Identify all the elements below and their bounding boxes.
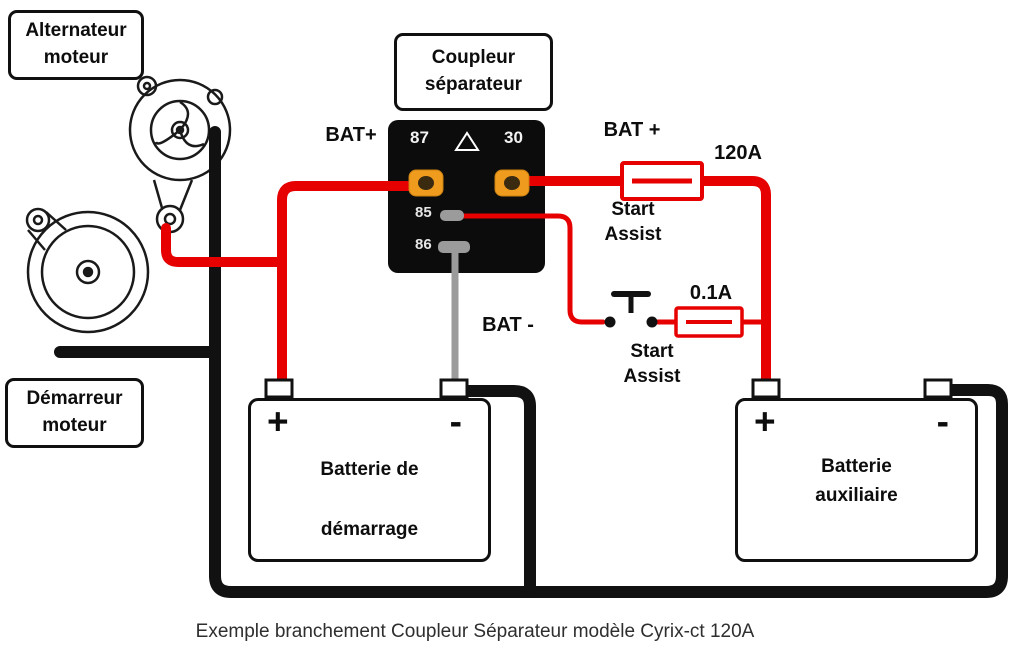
starter-drawing — [25, 207, 150, 334]
relay-pin-87: 87 — [410, 128, 429, 147]
coupler-label-box: Coupleur séparateur — [394, 33, 553, 111]
relay-pin-86: 86 — [415, 236, 432, 253]
aux-battery-minus-post — [923, 378, 953, 399]
diagram-caption: Exemple branchement Coupleur Séparateur … — [195, 621, 755, 642]
relay-body: 87 30 85 86 — [388, 120, 545, 273]
bat-plus-right-label: BAT + — [603, 119, 661, 141]
aux-fuse-rating-label: 0.1A — [689, 282, 733, 304]
aux-battery-plus-post — [751, 378, 781, 399]
start-battery-minus-post — [439, 378, 469, 399]
bat-plus-left-label: BAT+ — [325, 124, 377, 146]
main-fuse-rating-label: 120A — [714, 142, 762, 164]
main-fuse — [620, 161, 704, 201]
start-assist-label-top: Start Assist — [604, 199, 662, 245]
plus-terminal-sign: + — [267, 401, 289, 442]
red-wire-alternator-branch — [161, 223, 287, 267]
auxiliary-battery-name: Batterie auxiliaire — [815, 456, 898, 506]
minus-terminal-sign: - — [936, 401, 949, 442]
alternator-drawing — [128, 75, 232, 234]
starter-battery-name-line1: Batterie de — [320, 459, 419, 480]
auxiliary-battery: + - Batterie auxiliaire — [735, 398, 978, 562]
minus-terminal-sign: - — [449, 401, 462, 442]
starter-label-box: Démarreur moteur — [5, 378, 144, 448]
relay-pin-85: 85 — [415, 204, 432, 221]
plus-terminal-sign: + — [754, 401, 776, 442]
aux-fuse — [674, 306, 744, 338]
start-battery-plus-post — [264, 378, 294, 399]
bat-minus-label: BAT - — [482, 314, 534, 336]
starter-battery-name-line2: démarrage — [320, 519, 419, 540]
start-assist-switch — [604, 291, 658, 328]
starter-battery: + - Batterie de démarrage — [248, 398, 491, 562]
start-assist-label-bottom: Start Assist — [623, 341, 681, 387]
relay-pin-30: 30 — [504, 128, 523, 147]
alternator-label-box: Alternateur moteur — [8, 10, 144, 80]
